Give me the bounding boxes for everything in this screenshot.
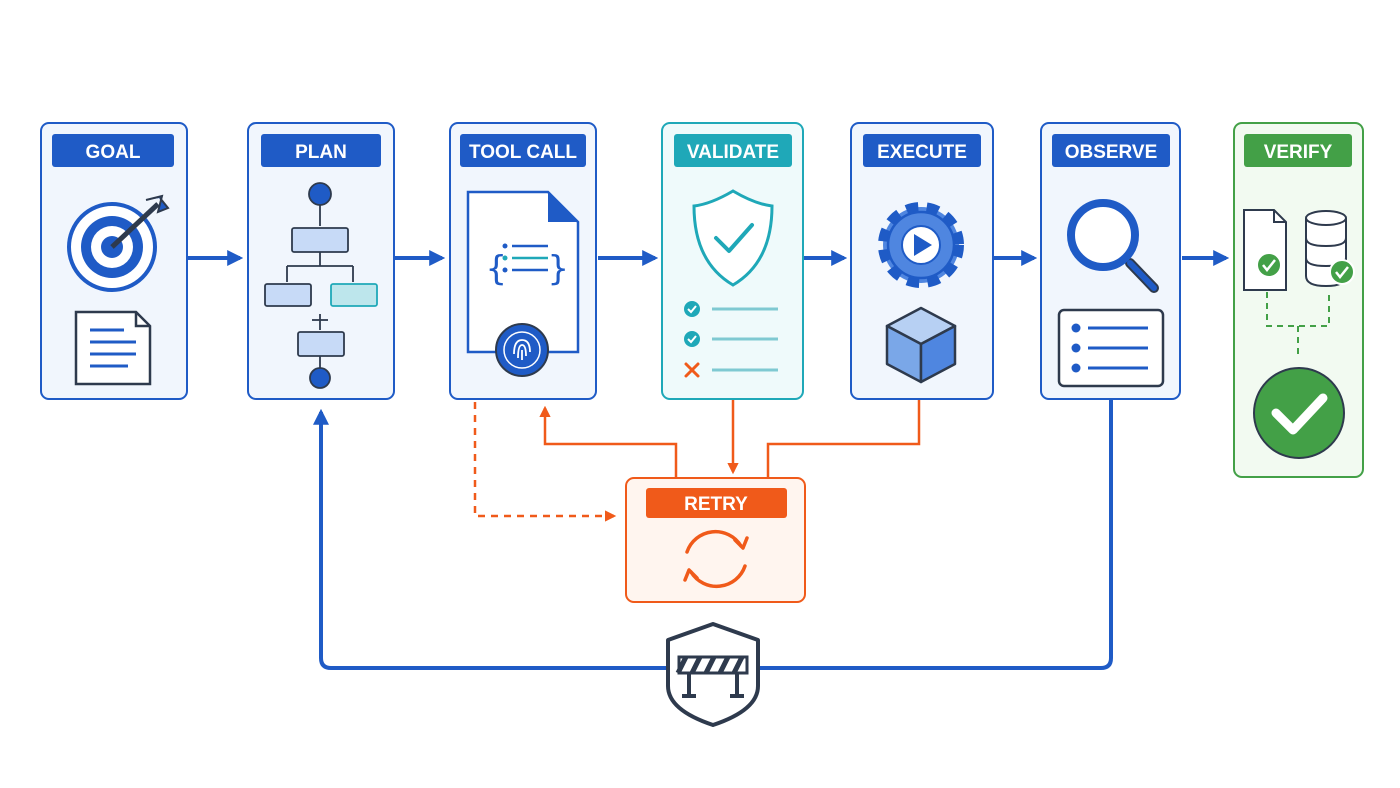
target-icon [67, 194, 170, 292]
tool-call-label: TOOL CALL [469, 142, 577, 163]
checklist-icon [684, 301, 778, 378]
refresh-icon [683, 529, 749, 589]
shield-check-icon [692, 189, 774, 287]
validate-label-pill [674, 134, 792, 167]
gear-play-icon [878, 202, 964, 288]
stage-goal: GOAL [40, 122, 188, 400]
retry-label-pill [646, 488, 787, 518]
tool-call-label-pill [460, 134, 586, 167]
flowchart-icon [264, 182, 378, 389]
execute-label-pill [863, 134, 981, 167]
cube-icon [885, 306, 957, 384]
retry-return-to-toolcall [539, 405, 678, 478]
verify-merge-connector [1266, 292, 1330, 354]
execute-label: EXECUTE [877, 142, 967, 163]
stage-validate: VALIDATE [661, 122, 804, 400]
magnifier-icon [1067, 199, 1159, 293]
stage-execute: EXECUTE [850, 122, 994, 400]
stage-retry: RETRY [625, 477, 806, 603]
observe-label-pill [1052, 134, 1170, 167]
validate-label: VALIDATE [687, 142, 779, 163]
stage-tool-call: TOOL CALL { } [449, 122, 597, 400]
barrier-shield-icon [666, 622, 760, 727]
retry-from-execute [766, 400, 921, 478]
plan-label-pill [261, 134, 381, 167]
svg-text:}: } [548, 249, 568, 289]
goal-label-pill [52, 134, 174, 167]
stage-plan: PLAN [247, 122, 395, 400]
document-icon [74, 310, 152, 386]
success-check-icon [1253, 367, 1345, 459]
fingerprint-seal-icon [495, 323, 549, 377]
observe-label: OBSERVE [1065, 142, 1158, 163]
verify-label-pill [1244, 134, 1352, 167]
stage-observe: OBSERVE [1040, 122, 1181, 400]
goal-label: GOAL [86, 142, 141, 163]
verify-label: VERIFY [1264, 142, 1333, 163]
code-file-icon: { } [466, 190, 580, 354]
file-check-icon [1243, 209, 1287, 291]
stage-verify: VERIFY [1233, 122, 1364, 478]
list-panel-icon [1057, 308, 1165, 388]
database-check-icon [1305, 210, 1355, 288]
retry-label: RETRY [684, 494, 748, 515]
svg-text:{: { [486, 249, 506, 289]
plan-label: PLAN [295, 142, 347, 163]
